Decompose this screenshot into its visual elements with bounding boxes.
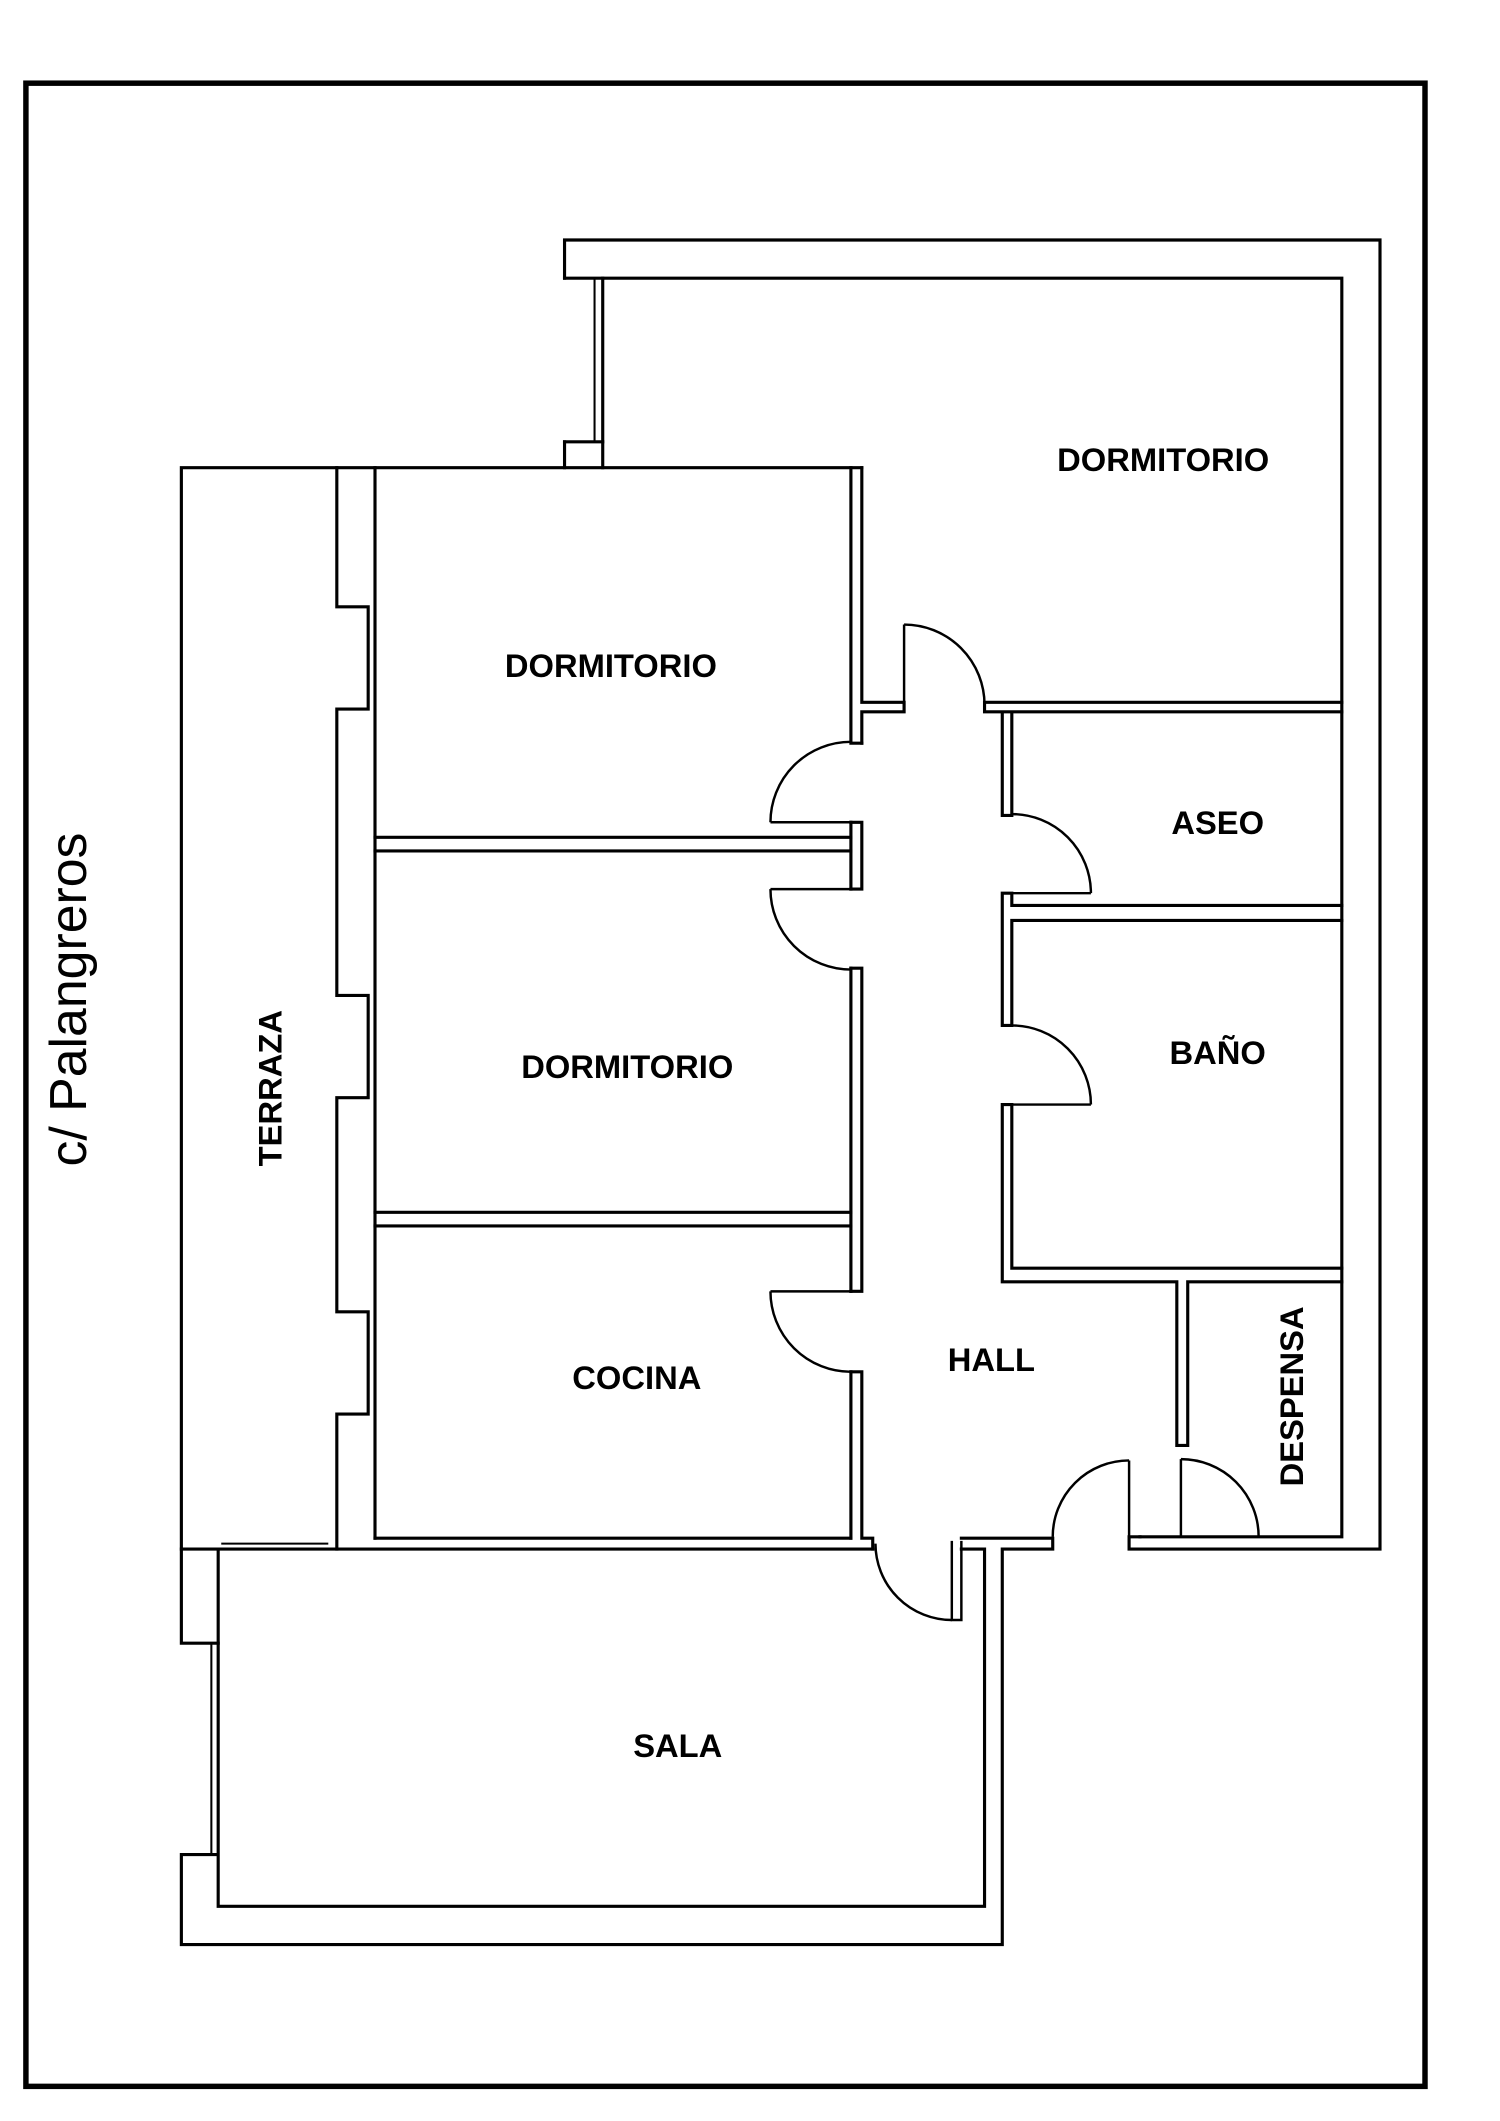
door-swing-arc [1051, 1459, 1130, 1537]
door-cocina [769, 1290, 851, 1374]
room-label-cocina: COCINA [572, 1359, 701, 1396]
door-entrance [1051, 1459, 1131, 1537]
corridor-east-wall-top [982, 700, 1344, 818]
door-despensa [1179, 1457, 1260, 1537]
hall-west-wall-outer [849, 466, 864, 1540]
interior-wall-main-bedroom [601, 276, 1344, 1539]
bano-despensa-wall [1000, 1102, 1344, 1448]
room-label-dormitorio-main: DORMITORIO [1057, 441, 1269, 478]
west-facade-wall [335, 466, 370, 1551]
room-labels: DORMITORIO DORMITORIO DORMITORIO ASEO BA… [252, 441, 1310, 1764]
doors [769, 623, 1260, 1622]
door-dormitorio-upper [769, 740, 851, 824]
sala-walls [179, 1536, 1055, 1947]
page-frame [23, 80, 1428, 2090]
door-dormitorio-main [902, 623, 986, 706]
room-partitions [373, 835, 853, 1540]
door-swing-arc [1180, 1457, 1260, 1537]
room-label-dormitorio-upper: DORMITORIO [505, 647, 717, 684]
room-label-dormitorio-middle: DORMITORIO [521, 1048, 733, 1085]
exterior-wall-left [179, 440, 567, 1645]
door-sala [874, 1540, 963, 1622]
aseo-bano-wall [1000, 891, 1344, 1028]
door-swing-arc [1011, 812, 1093, 894]
door-swing-arc [904, 623, 986, 706]
door-swing-arc [874, 1543, 952, 1622]
door-swing-arc [1011, 1024, 1093, 1105]
door-dormitorio-middle [769, 887, 851, 971]
door-swing-arc [769, 740, 851, 823]
door-aseo [1011, 812, 1093, 895]
walls [179, 238, 1382, 1947]
door-bano [1011, 1024, 1093, 1106]
room-label-hall: HALL [948, 1341, 1035, 1378]
room-label-sala: SALA [633, 1727, 722, 1764]
street-label: c/ Palangreros [39, 833, 97, 1167]
door-leaf [950, 1540, 963, 1622]
room-label-terraza: TERRAZA [252, 1010, 289, 1166]
hall-west-wall-inner [849, 466, 906, 1551]
door-swing-arc [769, 1291, 851, 1374]
room-label-bano: BAÑO [1170, 1034, 1266, 1071]
door-swing-arc [769, 889, 851, 971]
room-label-aseo: ASEO [1171, 804, 1264, 841]
room-label-despensa: DESPENSA [1273, 1306, 1310, 1486]
